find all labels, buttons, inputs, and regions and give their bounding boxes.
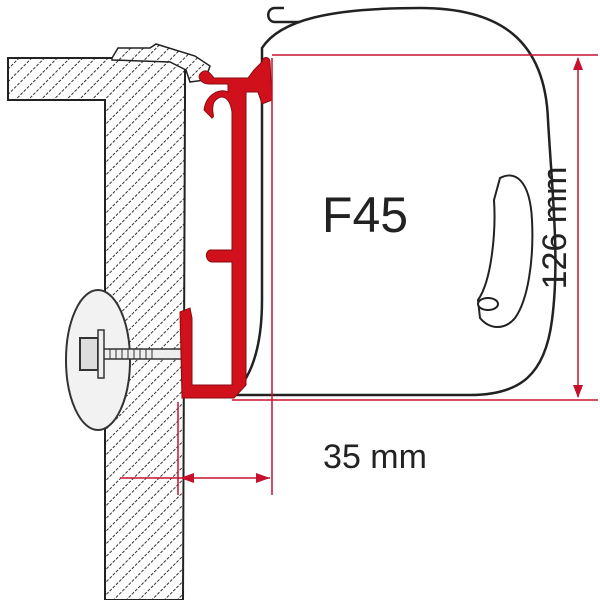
model-label: F45	[322, 187, 408, 243]
awning-lower-lip	[477, 297, 499, 311]
adapter-rail-bracket	[179, 57, 273, 399]
dimension-arrowheads	[180, 57, 583, 483]
height-dimension-label: 126 mm	[536, 167, 574, 290]
awning-front-bar	[476, 174, 534, 328]
depth-dimension-label: 35 mm	[323, 438, 427, 476]
bolt-nut	[79, 337, 99, 371]
dimension-lines	[120, 54, 598, 495]
bolt-thread	[109, 349, 153, 359]
awning-hook	[267, 6, 300, 24]
bolt-washer	[97, 329, 105, 379]
